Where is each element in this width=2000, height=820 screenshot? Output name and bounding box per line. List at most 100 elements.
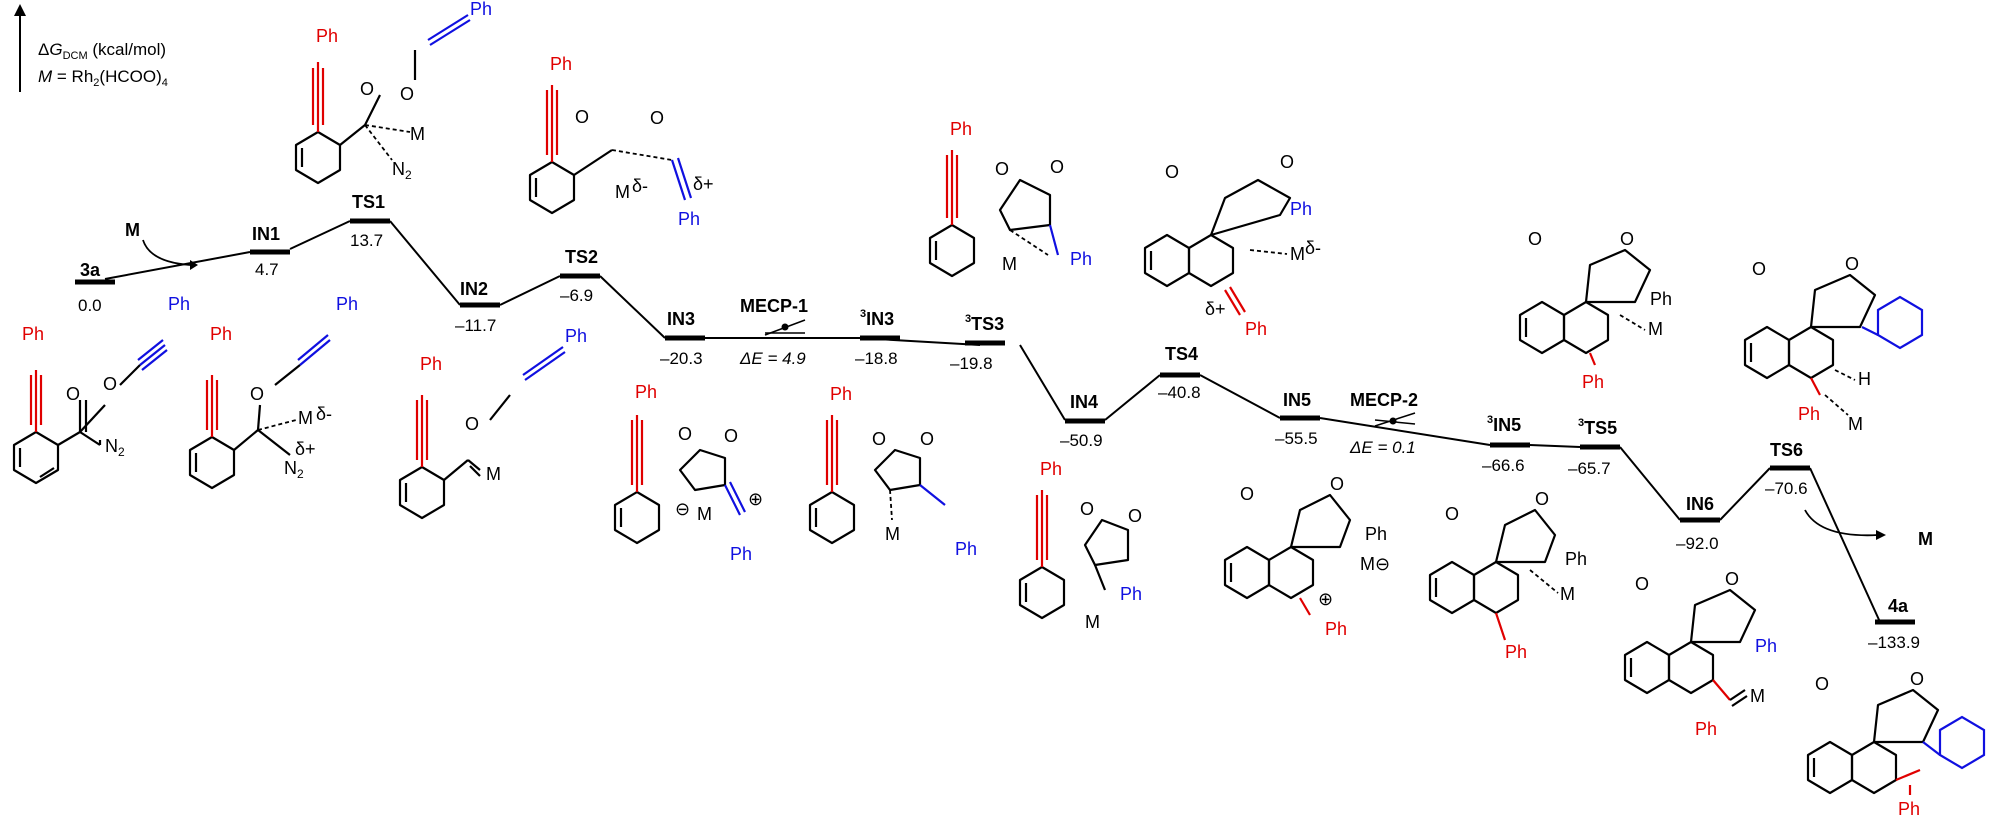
catalyst-out-label: M xyxy=(1918,529,1933,549)
ph-label: Ph xyxy=(1695,719,1717,739)
structure-IN4: Ph O O Ph M xyxy=(1018,459,1142,632)
o-label: O xyxy=(1280,152,1294,172)
structure-TS2: Ph O O M δ- δ+ Ph xyxy=(528,54,714,229)
energy-profile: M M 3a 0.0 IN1 4.7 TS1 13.7 IN2 –11.7 TS… xyxy=(75,192,1933,652)
m-label: M xyxy=(1290,244,1305,264)
o-label: O xyxy=(1050,157,1064,177)
delta-plus-label: δ+ xyxy=(295,439,316,459)
o-label: O xyxy=(1330,474,1344,494)
label-4a: 4a xyxy=(1888,596,1909,616)
structure-3TS5: O O Ph M Ph xyxy=(1518,229,1672,392)
o-label: O xyxy=(103,374,117,394)
energy-MECP-2: ΔE = 0.1 xyxy=(1349,438,1416,457)
m-label: M xyxy=(697,504,712,524)
ph-label: Ph xyxy=(470,0,492,19)
ph-label: Ph xyxy=(1040,459,1062,479)
ph-label: Ph xyxy=(420,354,442,374)
structure-TS1: Ph O M N2 O Ph xyxy=(294,0,492,185)
structure-3TS3: Ph O O M Ph xyxy=(928,119,1092,278)
o-label: O xyxy=(1165,162,1179,182)
energy-IN2: –11.7 xyxy=(455,316,496,335)
energy-TS2: –6.9 xyxy=(560,286,593,305)
ph-label: Ph xyxy=(1565,549,1587,569)
m-label: M xyxy=(1560,584,1575,604)
energy-IN1: 4.7 xyxy=(255,260,279,279)
label-IN3: IN3 xyxy=(667,309,695,329)
energy-4a: –133.9 xyxy=(1868,633,1920,652)
label-3IN3: 3IN3 xyxy=(860,308,894,329)
delta-plus-label: δ+ xyxy=(1205,299,1226,319)
label-TS1: TS1 xyxy=(352,192,385,212)
o-label: O xyxy=(1240,484,1254,504)
plus-charge-icon: ⊕ xyxy=(748,489,763,509)
structure-4a: O O Ph xyxy=(1806,669,1986,819)
ph-label: Ph xyxy=(1120,584,1142,604)
ph-label: Ph xyxy=(1365,524,1387,544)
arrow-head-icon xyxy=(190,260,198,270)
delta-minus-label: δ- xyxy=(632,176,648,196)
o-label: O xyxy=(1528,229,1542,249)
label-MECP-2: MECP-2 xyxy=(1350,390,1418,410)
label-3TS3: 3TS3 xyxy=(965,313,1004,334)
m-label: M xyxy=(1085,612,1100,632)
energy-IN4: –50.9 xyxy=(1060,431,1103,450)
ph-label: Ph xyxy=(1070,249,1092,269)
energy-IN3: –20.3 xyxy=(660,349,703,368)
o-label: O xyxy=(66,384,80,404)
h-label: H xyxy=(1858,369,1871,389)
energy-3IN3: –18.8 xyxy=(855,349,898,368)
delta-plus-label: δ+ xyxy=(693,174,714,194)
o-label: O xyxy=(650,108,664,128)
plus-charge-icon: ⊕ xyxy=(1318,589,1333,609)
label-3TS5: 3TS5 xyxy=(1578,417,1617,438)
o-label: O xyxy=(465,414,479,434)
n2-label: N2 xyxy=(284,458,304,481)
arrow-head-icon xyxy=(14,4,26,16)
energy-IN5: –55.5 xyxy=(1275,429,1318,448)
ph-label: Ph xyxy=(1898,799,1920,819)
o-label: O xyxy=(1445,504,1459,524)
ph-label: Ph xyxy=(1650,289,1672,309)
structure-3IN3: Ph O O M Ph xyxy=(808,384,977,559)
legend: ΔGDCM (kcal/mol) M = Rh2(HCOO)4 xyxy=(14,4,168,92)
m-label: M xyxy=(1360,554,1375,574)
mecp-1-crossing-icon xyxy=(764,319,806,336)
o-label: O xyxy=(1080,499,1094,519)
ph-label: Ph xyxy=(550,54,572,74)
n2-label: N2 xyxy=(392,159,412,182)
label-IN4: IN4 xyxy=(1070,392,1098,412)
m-label: M xyxy=(615,182,630,202)
structure-TS4: O O Ph M δ- δ+ Ph xyxy=(1143,152,1321,339)
structure-IN2: Ph M O Ph xyxy=(398,326,587,520)
m-label: M xyxy=(885,524,900,544)
ph-label: Ph xyxy=(1245,319,1267,339)
o-label: O xyxy=(250,384,264,404)
ph-label: Ph xyxy=(955,539,977,559)
m-label: M xyxy=(1848,414,1863,434)
energy-3IN5: –66.6 xyxy=(1482,456,1525,475)
energy-TS1: 13.7 xyxy=(350,231,383,250)
label-TS4: TS4 xyxy=(1165,344,1198,364)
arrow-head-icon xyxy=(1876,530,1886,540)
o-label: O xyxy=(872,429,886,449)
o-label: O xyxy=(1752,259,1766,279)
o-label: O xyxy=(360,79,374,99)
ph-label: Ph xyxy=(1582,372,1604,392)
minus-charge-icon: ⊖ xyxy=(675,499,690,519)
ph-label: Ph xyxy=(168,294,190,314)
structure-TS6: O O H Ph M xyxy=(1743,254,1924,434)
ph-label: Ph xyxy=(22,324,44,344)
o-label: O xyxy=(724,426,738,446)
energy-TS4: –40.8 xyxy=(1158,383,1201,402)
o-label: O xyxy=(1535,489,1549,509)
ph-label: Ph xyxy=(678,209,700,229)
o-label: O xyxy=(1620,229,1634,249)
m-label: M xyxy=(1002,254,1017,274)
ph-label: Ph xyxy=(336,294,358,314)
ph-label: Ph xyxy=(1798,404,1820,424)
n2-label: N2 xyxy=(105,436,125,459)
ph-label: Ph xyxy=(950,119,972,139)
m-label: M xyxy=(410,124,425,144)
o-label: O xyxy=(575,107,589,127)
delta-minus-label: δ- xyxy=(316,404,332,424)
